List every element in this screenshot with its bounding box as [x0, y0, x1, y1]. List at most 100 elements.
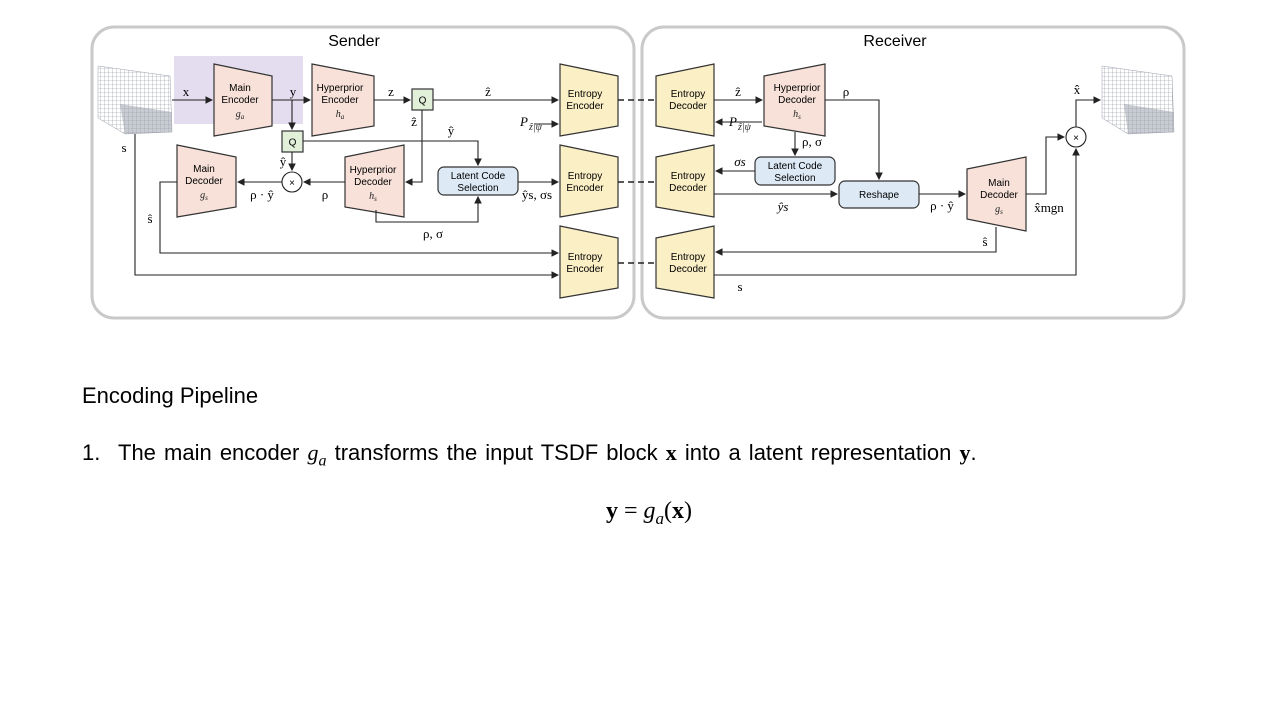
receiver-hyperprior-decoder: Hyperprior Decoder hs [763, 63, 826, 137]
svg-text:Entropy: Entropy [671, 89, 705, 100]
encoder-equation: y = ga(x) [605, 498, 693, 528]
receiver-connections [714, 96, 1102, 276]
svg-text:Decoder: Decoder [185, 176, 223, 187]
label-rho-sigma: ρ, σ [423, 226, 443, 241]
receiver-entropy-decoder-3: Entropy Decoder [655, 225, 715, 299]
svg-text:Hyperprior: Hyperprior [774, 83, 821, 94]
svg-text:Main: Main [193, 164, 215, 175]
sender-main-decoder: Main Decoder gs [176, 144, 237, 218]
svg-text:ha: ha [336, 109, 345, 121]
svg-text:Decoder: Decoder [354, 177, 392, 188]
svg-text:Decoder: Decoder [669, 183, 707, 194]
svg-text:Decoder: Decoder [669, 101, 707, 112]
receiver-main-decoder: Main Decoder gs [966, 156, 1027, 232]
svg-text:Encoder: Encoder [321, 95, 359, 106]
step-number: 1. [82, 440, 101, 465]
step-symbol-x: x [665, 440, 677, 465]
label-rho-receiver: ρ [843, 84, 850, 99]
label-rho: ρ [322, 187, 329, 202]
svg-text:Selection: Selection [774, 173, 815, 184]
svg-text:×: × [289, 178, 295, 189]
step-text-2: transforms the input TSDF block [334, 440, 658, 465]
sender-entropy-encoder-2: Entropy Encoder [559, 144, 619, 218]
svg-text:×: × [1073, 133, 1079, 144]
step-symbol-g: ga [307, 440, 327, 470]
label-rho-sigma-receiver: ρ, σ [802, 134, 822, 149]
label-p-cond-sender: P ẑ|ψ [519, 114, 543, 133]
receiver-entropy-decoder-1: Entropy Decoder [655, 63, 715, 137]
sender-quantizer-mid: Q [281, 130, 304, 153]
svg-text:gs: gs [200, 190, 208, 202]
svg-text:Decoder: Decoder [669, 264, 707, 275]
svg-text:Hyperprior: Hyperprior [317, 83, 364, 94]
label-x-hat-mgn: x̂mgn [1034, 200, 1064, 215]
svg-text:gs: gs [995, 204, 1003, 216]
receiver-entropy-decoder-2: Entropy Decoder [655, 144, 715, 218]
svg-text:Decoder: Decoder [980, 190, 1018, 201]
pipeline-step-1: 1. The main encoder ga transforms the inp… [82, 440, 977, 470]
label-ys-sigmas: ŷs, σs [522, 187, 552, 202]
sender-main-encoder: Main Encoder ga [213, 63, 273, 137]
label-s: s [121, 140, 126, 155]
svg-text:Selection: Selection [457, 183, 498, 194]
label-y-hat-left: ŷ [280, 154, 287, 169]
svg-text:Hyperprior: Hyperprior [350, 165, 397, 176]
receiver-multiply-node: × [1065, 126, 1087, 148]
sender-title: Sender [328, 33, 380, 50]
sender-entropy-encoder-1: Entropy Encoder [559, 63, 619, 137]
svg-text:Encoder: Encoder [566, 264, 604, 275]
input-tsdf-image [97, 65, 173, 135]
label-s-receiver: s [737, 279, 742, 294]
receiver-title: Receiver [863, 33, 927, 50]
svg-text:Entropy: Entropy [568, 171, 602, 182]
sender-hyperprior-decoder: Hyperprior Decoder hs [344, 144, 405, 218]
sender-hyperprior-encoder: Hyperprior Encoder ha [311, 63, 375, 137]
svg-text:ga: ga [236, 109, 245, 121]
label-y-hat-top: ŷ [448, 123, 455, 138]
label-p-cond-receiver: P ẑ|ψ [728, 114, 752, 133]
svg-text:Entropy: Entropy [671, 171, 705, 182]
sender-latent-code-selection: Latent Code Selection [437, 166, 519, 196]
label-x-hat: x̂ [1074, 82, 1081, 97]
label-z: z [388, 84, 394, 99]
label-ys-hat: ŷs [776, 199, 789, 214]
output-tsdf-image [1101, 65, 1175, 135]
svg-text:Encoder: Encoder [566, 183, 604, 194]
svg-text:Main: Main [229, 83, 251, 94]
svg-text:P: P [519, 114, 528, 129]
step-end: . [970, 440, 977, 465]
sender-multiply-node: × [281, 171, 303, 193]
svg-text:Encoder: Encoder [221, 95, 259, 106]
svg-text:Reshape: Reshape [859, 190, 899, 201]
step-symbol-y: y [959, 440, 971, 465]
sender-quantizer-top: Q [411, 88, 434, 111]
svg-text:P: P [728, 114, 737, 129]
svg-text:Entropy: Entropy [568, 252, 602, 263]
label-rho-y-hat: ρ · ŷ [250, 187, 274, 202]
svg-text:Q: Q [289, 138, 297, 149]
label-s-hat: ŝ [147, 211, 152, 226]
label-y: y [290, 84, 297, 99]
svg-text:Q: Q [419, 96, 427, 107]
svg-text:Entropy: Entropy [568, 89, 602, 100]
receiver-latent-code-selection: Latent Code Selection [754, 156, 836, 186]
svg-text:Entropy: Entropy [671, 252, 705, 263]
section-heading: Encoding Pipeline [82, 383, 259, 408]
svg-text:hs: hs [793, 109, 801, 121]
step-text-3: into a latent representation [684, 440, 952, 465]
svg-text:Main: Main [988, 178, 1010, 189]
label-z-hat-down: ẑ [411, 114, 417, 129]
svg-text:Decoder: Decoder [778, 95, 816, 106]
svg-text:Latent Code: Latent Code [768, 161, 823, 172]
sender-entropy-encoder-3: Entropy Encoder [559, 225, 619, 299]
label-x: x [183, 84, 190, 99]
step-text-1: The main encoder [118, 440, 300, 465]
label-s-hat-receiver: ŝ [982, 234, 987, 249]
channel-links [618, 99, 656, 264]
label-z-hat: ẑ [485, 84, 491, 99]
svg-text:ẑ|ψ: ẑ|ψ [528, 122, 543, 133]
svg-text:Latent Code: Latent Code [451, 171, 506, 182]
label-z-hat-receiver: ẑ [735, 84, 741, 99]
label-rho-y-hat-receiver: ρ · ŷ [930, 198, 954, 213]
